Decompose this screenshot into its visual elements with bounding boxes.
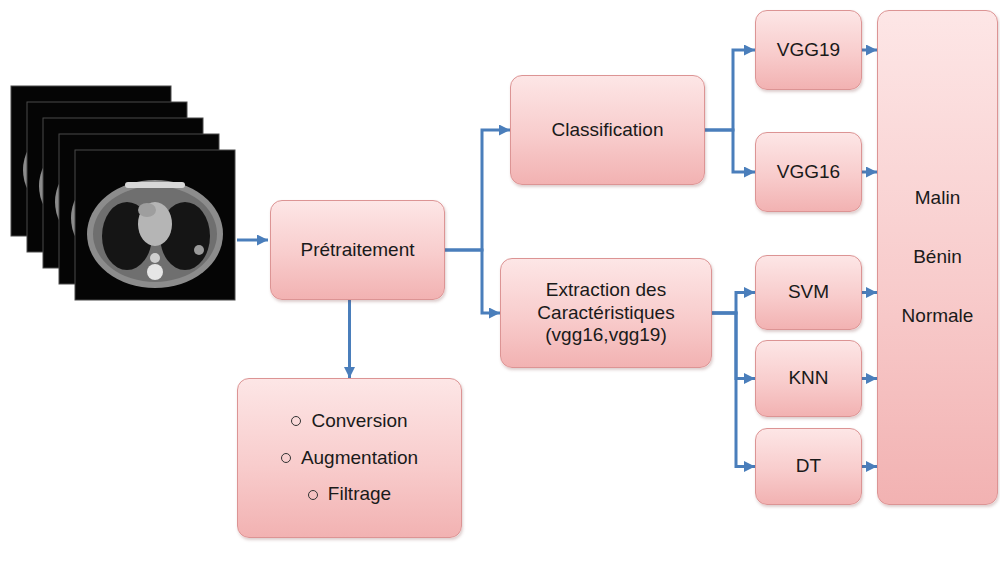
flow-arrow	[348, 300, 351, 378]
model-box: DT	[755, 428, 862, 505]
flow-arrow	[862, 377, 877, 380]
text-row: Malin	[915, 187, 960, 210]
box-label: KNN	[788, 367, 828, 390]
text-row: VGG19	[777, 39, 840, 62]
box-label: Malin	[915, 187, 960, 210]
text-row: VGG16	[777, 161, 840, 184]
input-arrow	[237, 239, 268, 242]
list-item-text: Augmentation	[301, 447, 418, 470]
text-row: Bénin	[913, 246, 962, 269]
box-label: Normale	[902, 305, 974, 328]
text-row: Normale	[902, 305, 974, 328]
model-box: KNN	[755, 340, 862, 417]
process-box: Extraction des Caractéristiques (vgg16,v…	[500, 258, 712, 368]
process-box: Classification	[510, 75, 705, 185]
flow-arrow	[862, 49, 877, 52]
box-label: DT	[796, 455, 821, 478]
step-list-box: ConversionAugmentationFiltrage	[237, 378, 462, 538]
text-row: Augmentation	[281, 447, 418, 470]
flow-arrow	[862, 465, 877, 468]
text-row: Filtrage	[308, 483, 391, 506]
text-row: Prétraitement	[300, 239, 414, 262]
flow-arrow	[712, 313, 755, 379]
box-label: VGG16	[777, 161, 840, 184]
flow-arrow	[705, 130, 755, 172]
flow-arrow	[705, 50, 755, 130]
list-item-text: Conversion	[311, 410, 407, 433]
flow-arrow	[445, 250, 500, 313]
list-bullet	[281, 453, 291, 463]
box-label: Prétraitement	[300, 239, 414, 262]
flow-arrow	[862, 291, 877, 294]
box-label: Classification	[552, 119, 664, 142]
model-box: VGG19	[755, 10, 862, 90]
model-box: VGG16	[755, 132, 862, 212]
flow-arrow	[445, 130, 510, 250]
text-row: Extraction des Caractéristiques (vgg16,v…	[509, 279, 703, 347]
model-box: SVM	[755, 255, 862, 330]
text-row: Conversion	[291, 410, 407, 433]
text-row: KNN	[788, 367, 828, 390]
list-bullet	[291, 416, 301, 426]
flow-arrow	[862, 171, 877, 174]
box-label: Extraction des Caractéristiques (vgg16,v…	[509, 279, 703, 347]
flow-arrow	[712, 313, 755, 467]
text-row: SVM	[788, 281, 829, 304]
list-bullet	[308, 490, 318, 500]
output-classes-box: MalinBéninNormale	[877, 10, 998, 505]
flow-arrow	[712, 293, 755, 314]
text-row: DT	[796, 455, 821, 478]
box-label: SVM	[788, 281, 829, 304]
process-box: Prétraitement	[270, 200, 445, 300]
list-item-text: Filtrage	[328, 483, 391, 506]
text-row: Classification	[552, 119, 664, 142]
box-label: Bénin	[913, 246, 962, 269]
box-label: VGG19	[777, 39, 840, 62]
